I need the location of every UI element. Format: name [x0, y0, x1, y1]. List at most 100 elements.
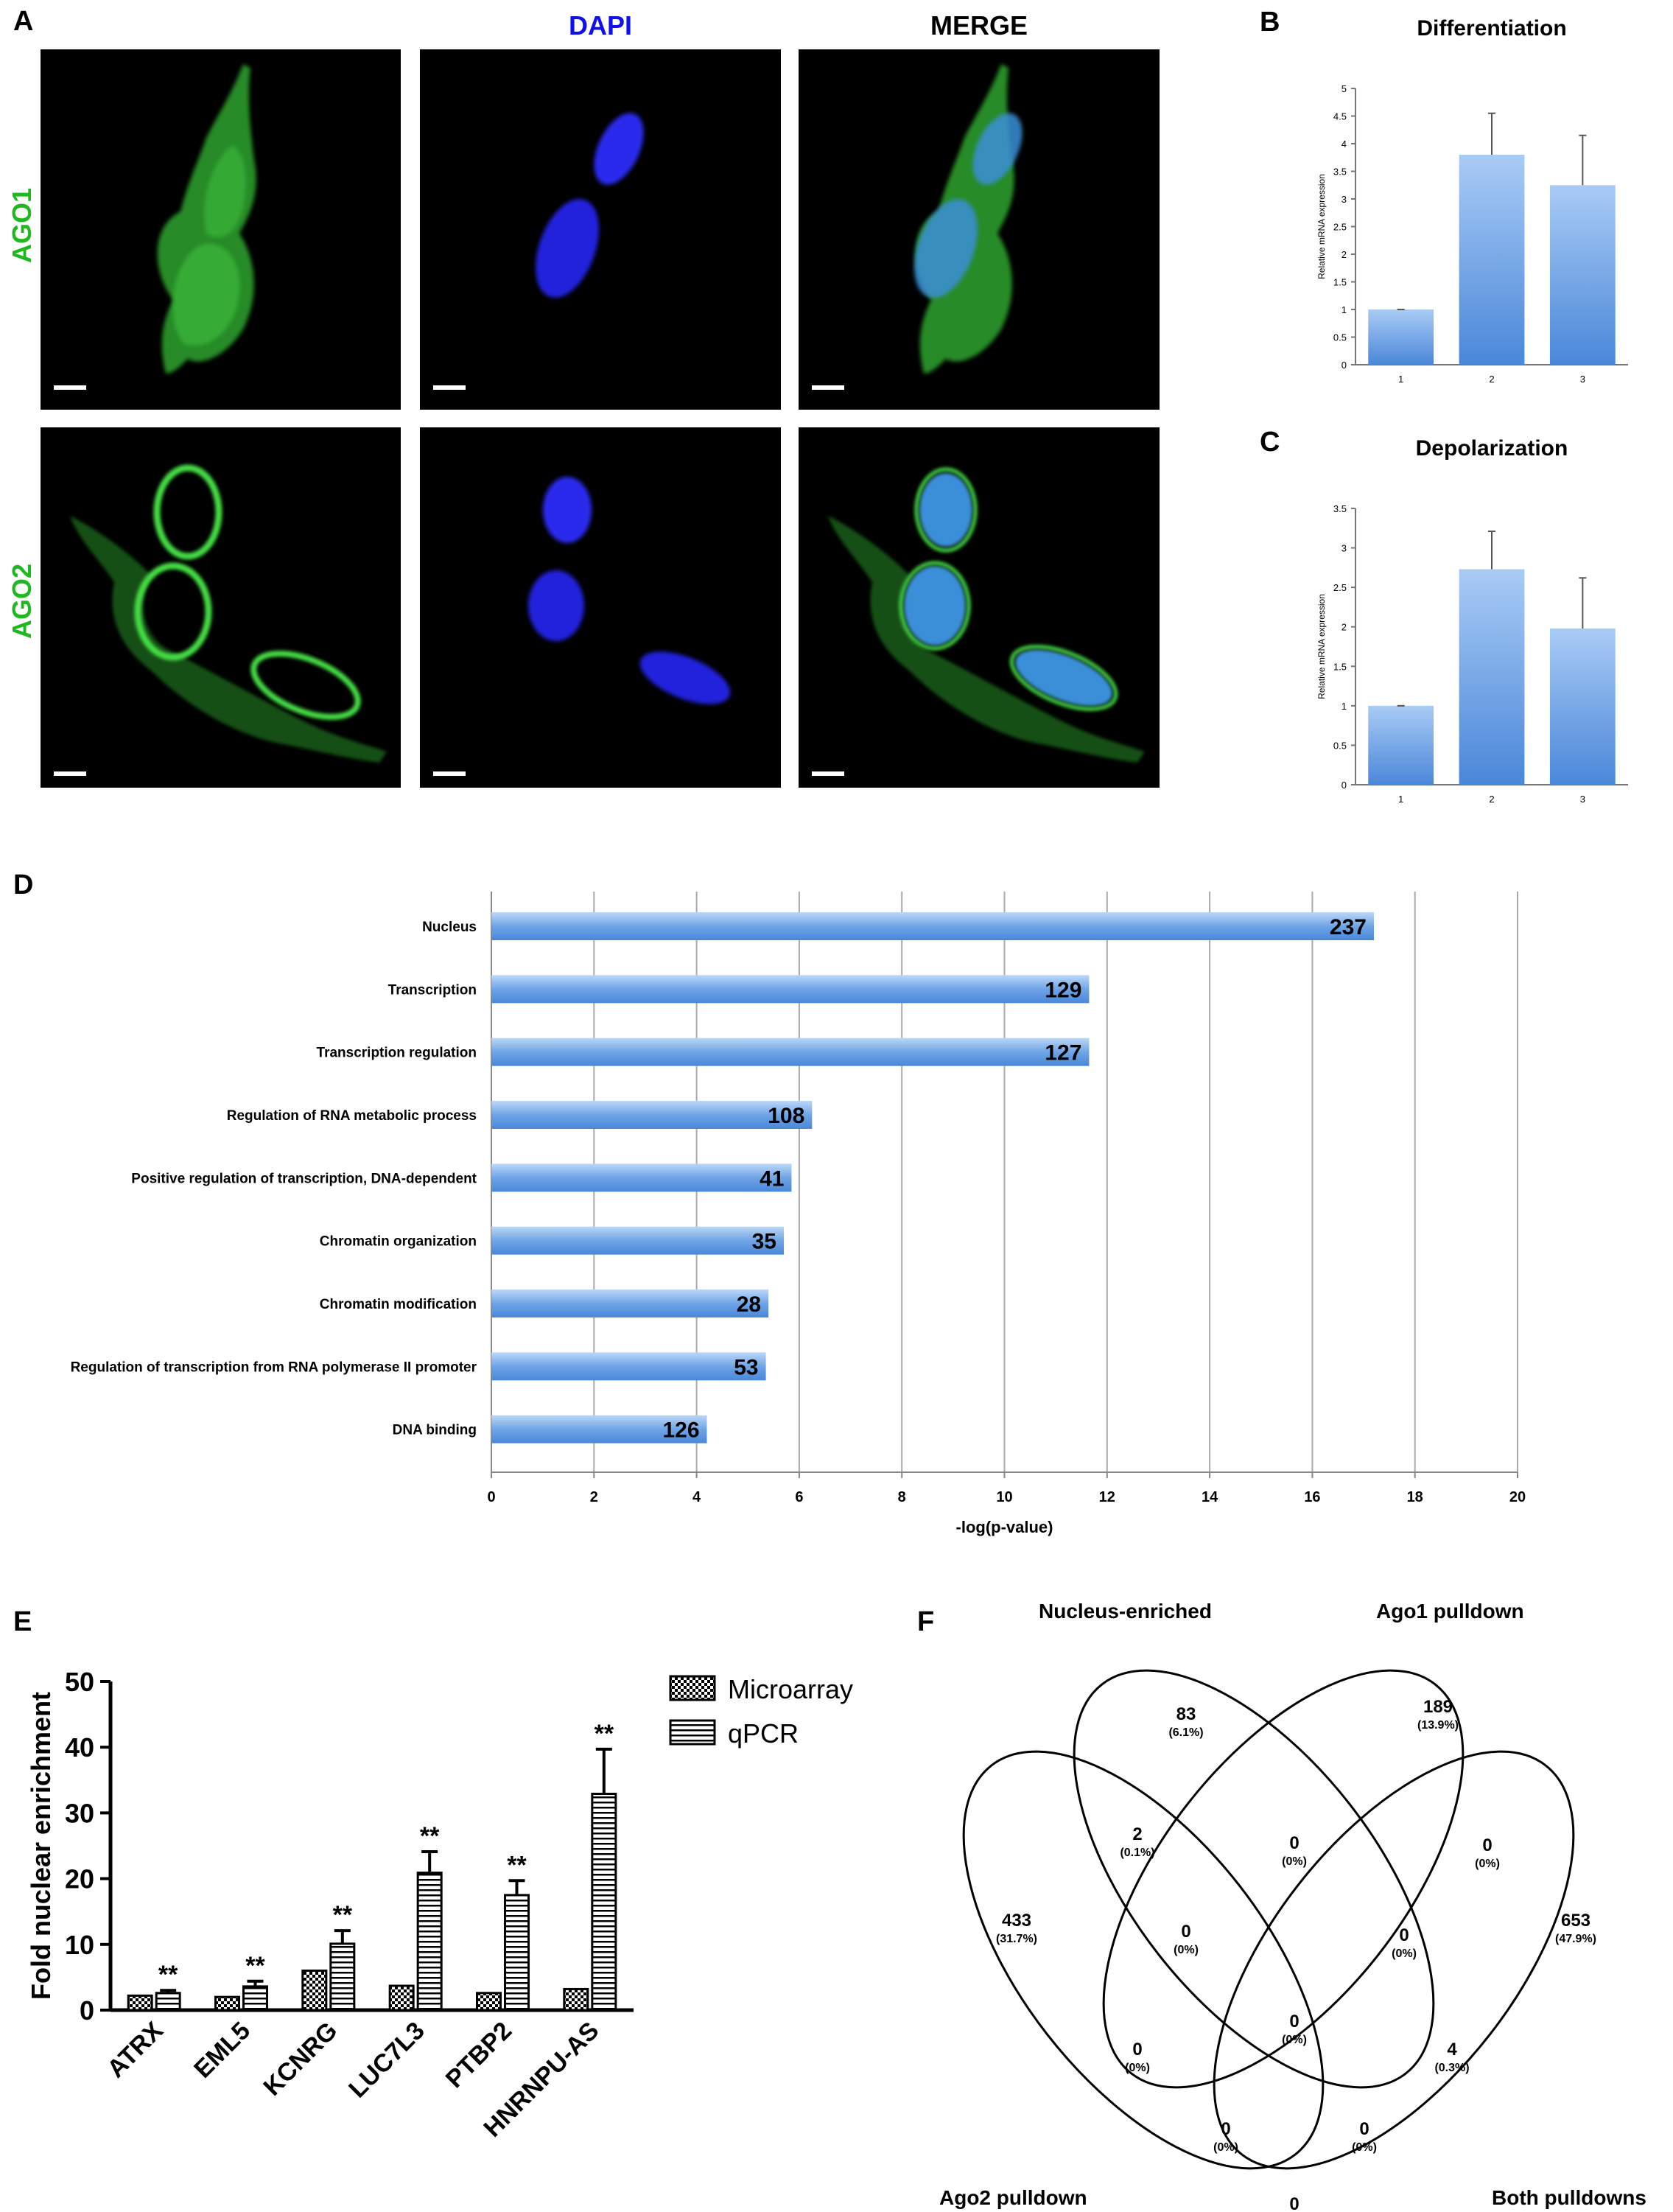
venn-region-count: 0: [1132, 2040, 1142, 2059]
venn-region-percent: (31.7%): [996, 1933, 1037, 1945]
category-label: Regulation of RNA metabolic process: [227, 1108, 477, 1124]
x-tick-label: 3: [1580, 374, 1585, 385]
y-tick-label: 0: [80, 1995, 94, 2026]
venn-region-percent: (0.1%): [1120, 1847, 1154, 1859]
venn-region-count: 0: [1181, 1922, 1190, 1942]
scale-bar: [54, 771, 86, 776]
venn-region-count: 0: [1359, 2119, 1369, 2139]
col-head-dapi: DAPI: [568, 10, 632, 41]
y-tick-label: 3: [1341, 194, 1347, 205]
y-tick-label: 2: [1341, 622, 1347, 633]
venn-region-percent: (0%): [1174, 1944, 1199, 1956]
col-head-merge: MERGE: [930, 10, 1028, 41]
y-axis-label: Relative mRNA expression: [1316, 594, 1327, 699]
bar: [1549, 185, 1616, 365]
y-tick-label: 50: [65, 1667, 94, 1697]
significance-marker: **: [333, 1901, 353, 1929]
bar: [329, 1942, 356, 2012]
venn-region-percent: (0%): [1213, 2141, 1238, 2154]
y-tick-label: 3.5: [1333, 503, 1347, 514]
y-tick-label: 4: [1341, 139, 1347, 150]
y-tick-label: 10: [65, 1930, 94, 1960]
x-tick-label: LUC7L3: [343, 2017, 430, 2104]
x-tick-label: 1: [1398, 374, 1403, 385]
venn-set-ago1: [1102, 1669, 1465, 2089]
venn-region-percent: (13.9%): [1417, 1719, 1459, 1732]
x-tick-label: 10: [996, 1489, 1012, 1505]
category-label: Positive regulation of transcription, DN…: [131, 1171, 477, 1186]
venn-region-percent: (0%): [1392, 1947, 1417, 1960]
category-label: Transcription regulation: [317, 1046, 477, 1061]
y-tick-label: 0.5: [1333, 740, 1347, 751]
venn-region-percent: (0.3%): [1434, 2062, 1469, 2074]
x-tick-label: 0: [487, 1489, 495, 1505]
venn-set-both: [1213, 1750, 1575, 2170]
x-tick-label: 20: [1509, 1489, 1526, 1505]
x-tick-label: EML5: [189, 2017, 256, 2084]
significance-marker: **: [158, 1961, 178, 1989]
venn-region-count: 83: [1176, 1704, 1196, 1724]
y-tick-label: 5: [1341, 83, 1347, 94]
venn-region-percent: (0%): [1125, 2062, 1150, 2074]
micrograph-ago2-green: [41, 427, 401, 788]
venn-region-percent: (0%): [1282, 1855, 1307, 1868]
bar: [242, 1985, 268, 2012]
venn-label-nucleus: Nucleus-enriched: [1039, 1600, 1212, 1623]
venn-region-count: 189: [1423, 1697, 1453, 1717]
bar-label: 127: [1045, 1041, 1081, 1065]
venn-label-both: Both pulldowns: [1492, 2186, 1646, 2209]
venn-region-count: 433: [1002, 1911, 1031, 1931]
bar: [476, 1992, 502, 2012]
micrograph-ago1-merge: [799, 49, 1160, 410]
bar-label: 237: [1330, 915, 1367, 939]
y-tick-label: 1.5: [1333, 661, 1347, 672]
bar-label: 28: [737, 1292, 761, 1317]
x-tick-label: 16: [1304, 1489, 1320, 1505]
scale-bar: [812, 385, 844, 390]
bar: [1368, 705, 1434, 785]
x-axis-label: -log(p-value): [956, 1518, 1053, 1536]
legend-label: qPCR: [728, 1718, 799, 1749]
venn-region-count: 653: [1561, 1911, 1590, 1931]
row-head-ago2: AGO2: [7, 563, 37, 640]
scale-bar: [812, 771, 844, 776]
y-tick-label: 3.5: [1333, 167, 1347, 178]
panel-d-label: D: [13, 869, 34, 900]
bar: [155, 1992, 181, 2012]
bar: [491, 1415, 707, 1443]
bar: [491, 1226, 785, 1255]
bar: [1459, 155, 1525, 365]
bar: [491, 1163, 792, 1192]
y-axis-label: Relative mRNA expression: [1316, 174, 1327, 279]
bar: [388, 1984, 415, 2012]
venn-region-percent: (6.1%): [1168, 1726, 1203, 1739]
venn-region-percent: (0%): [1282, 2034, 1307, 2046]
venn-set-ago2: [962, 1750, 1325, 2170]
venn-region-count: 2: [1132, 1824, 1142, 1844]
category-label: DNA binding: [393, 1423, 477, 1438]
panel-label: B: [1260, 7, 1280, 38]
y-tick-label: 1: [1341, 304, 1347, 315]
venn-region-percent: (47.9%): [1555, 1933, 1596, 1945]
x-tick-label: 1: [1398, 794, 1403, 803]
y-tick-label: 1.5: [1333, 277, 1347, 288]
panel-f-label: F: [917, 1606, 935, 1637]
chart-title: Depolarization: [1416, 436, 1568, 461]
y-tick-label: 20: [65, 1864, 94, 1894]
scale-bar: [54, 385, 86, 390]
bar-label: 126: [662, 1418, 699, 1443]
venn-region-count: 0: [1289, 2194, 1299, 2212]
bar: [416, 1872, 443, 2012]
significance-marker: **: [507, 1851, 527, 1879]
bar: [491, 1037, 1090, 1066]
venn-region-percent: (0%): [1475, 1858, 1500, 1870]
venn-region-count: 0: [1221, 2119, 1230, 2139]
x-tick-label: ATRX: [102, 2017, 169, 2084]
y-tick-label: 1: [1341, 701, 1347, 712]
y-tick-label: 0.5: [1333, 332, 1347, 343]
category-label: Regulation of transcription from RNA pol…: [71, 1359, 477, 1375]
row-head-ago1: AGO1: [7, 187, 37, 264]
